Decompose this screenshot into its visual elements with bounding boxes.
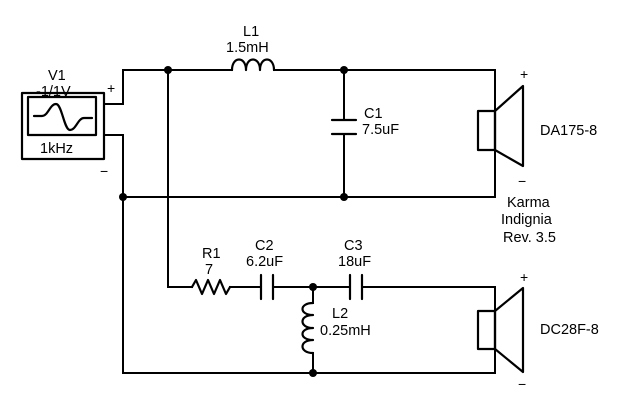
r1-value: 7 [205, 262, 213, 278]
voltage-source-v1: V1 -1/1V 1kHz + − [20, 68, 115, 179]
c3-value: 18uF [338, 254, 371, 270]
resistor-r1: R1 7 [190, 246, 232, 296]
r1-name: R1 [202, 246, 221, 262]
inductor-l1: L1 1.5mH [226, 24, 276, 72]
c2-name: C2 [255, 238, 274, 254]
c1-name: C1 [364, 106, 383, 122]
design-note-line1: Karma [507, 195, 551, 211]
woofer-minus-sign: − [518, 173, 526, 189]
resistor-zigzag-icon [190, 278, 232, 296]
l2-name: L2 [332, 306, 348, 322]
wiring [103, 69, 496, 374]
source-name: V1 [48, 68, 66, 84]
source-minus-sign: − [100, 163, 108, 179]
inductor-l2: L2 0.25mH [301, 301, 371, 355]
source-plus-sign: + [107, 80, 115, 96]
c2-value: 6.2uF [246, 254, 283, 270]
design-note-line3: Rev. 3.5 [503, 230, 556, 246]
tweeter-plus-sign: + [520, 269, 528, 285]
speaker-tweeter: + − DC28F-8 [476, 269, 599, 392]
source-amplitude: -1/1V [36, 84, 71, 100]
inductor-coil-icon [301, 301, 315, 355]
inductor-coil-icon [230, 58, 276, 72]
woofer-plus-sign: + [520, 66, 528, 82]
capacitor-c2: C2 6.2uF [246, 238, 283, 301]
source-box [20, 91, 106, 161]
speaker-icon [476, 109, 497, 152]
l2-value: 0.25mH [320, 323, 371, 339]
tweeter-minus-sign: − [518, 376, 526, 392]
source-frequency: 1kHz [40, 141, 73, 157]
speaker-icon [476, 309, 497, 351]
woofer-model: DA175-8 [540, 123, 597, 139]
source-inner-box [26, 95, 98, 137]
capacitor-c3: C3 18uF [338, 238, 371, 301]
junction-dot [164, 66, 172, 74]
junction-dots [119, 66, 348, 377]
design-note-line2: Indignia [501, 212, 553, 228]
c3-name: C3 [344, 238, 363, 254]
tweeter-model: DC28F-8 [540, 322, 599, 338]
l1-value: 1.5mH [226, 40, 269, 56]
junction-dot [340, 66, 348, 74]
capacitor-c1: C1 7.5uF [330, 106, 399, 138]
c1-value: 7.5uF [362, 122, 399, 138]
sine-wave-icon [32, 102, 94, 132]
l1-name: L1 [243, 24, 259, 40]
junction-dot [340, 193, 348, 201]
junction-dot [309, 369, 317, 377]
design-note: Karma Indignia Rev. 3.5 [501, 195, 556, 246]
junction-dot [309, 283, 317, 291]
junction-dot [119, 193, 127, 201]
speaker-cone-icon [493, 84, 525, 168]
speaker-cone-icon [493, 286, 525, 374]
speaker-woofer: + − DA175-8 [476, 66, 597, 189]
